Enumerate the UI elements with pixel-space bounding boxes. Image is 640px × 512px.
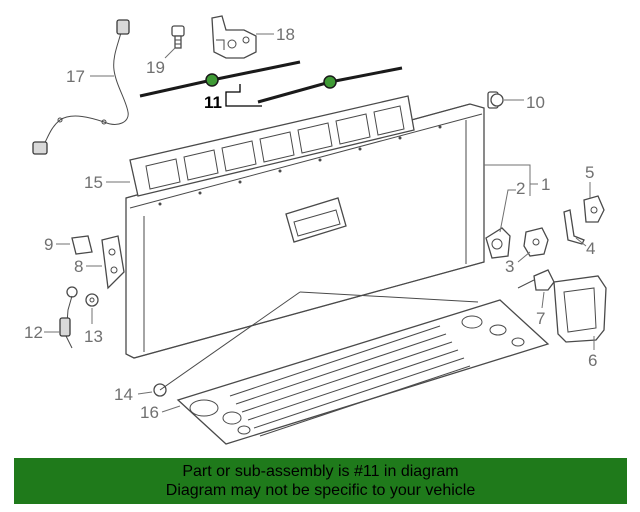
panel-part-15[interactable] (129, 95, 415, 197)
callout-11: 11 (204, 84, 262, 112)
bumper-part-10[interactable] (487, 91, 504, 109)
clip-part-7[interactable] (517, 269, 555, 291)
callout-8: 8 (74, 257, 102, 276)
support-cable-part-12[interactable] (59, 286, 78, 349)
callout-16-label: 16 (140, 403, 159, 422)
callout-5-label: 5 (585, 163, 594, 182)
callout-17: 17 (66, 67, 114, 86)
callout-19: 19 (146, 47, 176, 77)
banner-line-2: Diagram may not be specific to your vehi… (165, 482, 476, 499)
hinge-part-18[interactable] (211, 15, 257, 59)
nut-part-14[interactable] (153, 291, 301, 397)
bolt-part-19[interactable] (171, 25, 185, 49)
callout-4-label: 4 (586, 239, 595, 258)
callout-9: 9 (44, 235, 70, 254)
callout-3: 3 (505, 251, 531, 276)
callout-7: 7 (536, 291, 545, 328)
callout-15: 15 (84, 173, 130, 192)
callout-13: 13 (84, 308, 103, 346)
callout-12: 12 (24, 323, 60, 342)
callout-6: 6 (588, 336, 597, 370)
lock-part-3[interactable] (523, 227, 549, 257)
callout-18: 18 (256, 25, 295, 44)
callout-2: 2 (499, 179, 525, 233)
callout-5: 5 (585, 163, 594, 198)
bracket-part-4[interactable] (563, 209, 585, 245)
tailgate-parts-diagram: 17 19 18 11 10 (24, 15, 607, 445)
washer-part-13[interactable] (85, 293, 99, 307)
stop-block-part-9[interactable] (71, 235, 93, 255)
callout-14-label: 14 (114, 385, 133, 404)
callout-10-label: 10 (526, 93, 545, 112)
bed-panel-ribs (229, 325, 471, 437)
callout-6-label: 6 (588, 351, 597, 370)
callout-15-label: 15 (84, 173, 103, 192)
hinge-plate-part-8[interactable] (101, 235, 125, 290)
callout-10: 10 (504, 93, 545, 112)
callout-16: 16 (140, 403, 181, 422)
wiring-harness-part-17[interactable] (32, 19, 130, 155)
callout-19-label: 19 (146, 58, 165, 77)
cable-assembly-part-11[interactable] (139, 60, 403, 104)
banner-line-1: Part or sub-assembly is #11 in diagram (182, 463, 459, 480)
clip-part-5[interactable] (583, 195, 605, 223)
callout-17-label: 17 (66, 67, 85, 86)
callout-1: 1 (484, 164, 550, 196)
callout-14: 14 (114, 385, 153, 404)
callout-4: 4 (575, 237, 595, 258)
callout-11-label: 11 (204, 93, 222, 112)
latch-part-2[interactable] (485, 227, 511, 259)
callout-18-label: 18 (276, 25, 295, 44)
handle-part-6[interactable] (553, 275, 607, 343)
callout-1-label: 1 (541, 175, 550, 194)
bed-panel-part-16[interactable] (176, 291, 550, 445)
callout-2-label: 2 (516, 179, 525, 198)
tailgate-part-1[interactable] (125, 103, 485, 359)
callout-12-label: 12 (24, 323, 43, 342)
info-banner: Part or sub-assembly is #11 in diagram D… (14, 458, 627, 504)
callout-8-label: 8 (74, 257, 83, 276)
callout-9-label: 9 (44, 235, 53, 254)
callout-13-label: 13 (84, 327, 103, 346)
callout-3-label: 3 (505, 257, 514, 276)
callout-7-label: 7 (536, 309, 545, 328)
